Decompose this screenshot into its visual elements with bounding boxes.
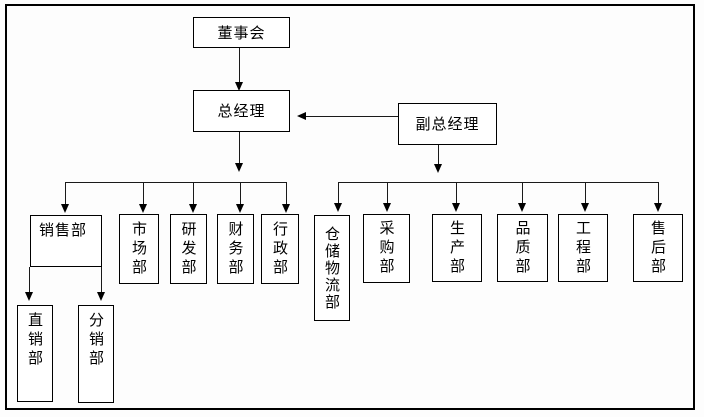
arrowhead-down-icon: [581, 203, 589, 212]
arrowhead-down-icon: [139, 204, 147, 213]
node-deputy-general-manager: 副总经理: [398, 103, 497, 145]
node-warehouse-logistics-dept: 仓储物流部: [314, 215, 350, 321]
edge-deputygm-down-line: [438, 145, 440, 164]
node-finance-dept: 财务部: [217, 214, 254, 284]
arrowhead-down-icon: [25, 292, 33, 301]
drop-line-purchasing: [387, 182, 389, 203]
drop-line-marketing: [143, 182, 145, 204]
arrowhead-down-icon: [434, 164, 442, 173]
arrowhead-down-icon: [383, 203, 391, 212]
node-marketing-dept: 市场部: [119, 214, 159, 284]
node-board-of-directors: 董事会: [193, 17, 290, 48]
node-general-manager: 总经理: [193, 90, 290, 132]
node-admin-dept: 行政部: [261, 214, 299, 284]
right-branch-hline: [338, 182, 658, 184]
drop-line-production: [456, 182, 458, 203]
node-production-dept: 生产部: [432, 214, 482, 282]
arrowhead-down-icon: [61, 204, 69, 213]
drop-line-admin: [286, 182, 288, 204]
arrowhead-down-icon: [654, 203, 662, 212]
arrowhead-down-icon: [282, 204, 290, 213]
node-rnd-dept: 研发部: [170, 214, 207, 284]
arrowhead-down-icon: [189, 204, 197, 213]
arrowhead-down-icon: [235, 82, 243, 91]
drop-line-sales: [65, 182, 67, 204]
node-sales-dept: 销售部: [30, 215, 102, 267]
arrowhead-left-icon: [297, 112, 306, 120]
left-branch-hline: [65, 182, 287, 184]
drop-line-finance: [240, 182, 242, 204]
node-distribution-dept: 分销部: [78, 305, 114, 403]
drop-line-warehouse: [338, 182, 340, 203]
node-quality-dept: 品质部: [497, 214, 548, 282]
node-engineering-dept: 工程部: [558, 214, 608, 282]
drop-line-engineering: [585, 182, 587, 203]
arrowhead-down-icon: [452, 203, 460, 212]
node-direct-sales-dept: 直销部: [17, 305, 53, 402]
arrowhead-down-icon: [518, 203, 526, 212]
outer-border-frame: [5, 4, 695, 410]
drop-line-aftersales: [658, 182, 660, 203]
drop-line-quality: [522, 182, 524, 203]
node-purchasing-dept: 采购部: [363, 214, 410, 283]
arrowhead-down-icon: [97, 292, 105, 301]
arrowhead-down-icon: [236, 204, 244, 213]
arrowhead-down-icon: [334, 203, 342, 212]
edge-gm-down-line: [239, 132, 241, 163]
drop-line-direct-sales: [29, 267, 31, 292]
drop-line-rnd: [193, 182, 195, 204]
drop-line-distribution: [101, 267, 103, 292]
arrowhead-down-icon: [235, 163, 243, 172]
node-aftersales-dept: 售后部: [633, 214, 683, 282]
edge-deputygm-gm-line: [306, 116, 398, 118]
edge-board-gm-line: [239, 48, 241, 82]
